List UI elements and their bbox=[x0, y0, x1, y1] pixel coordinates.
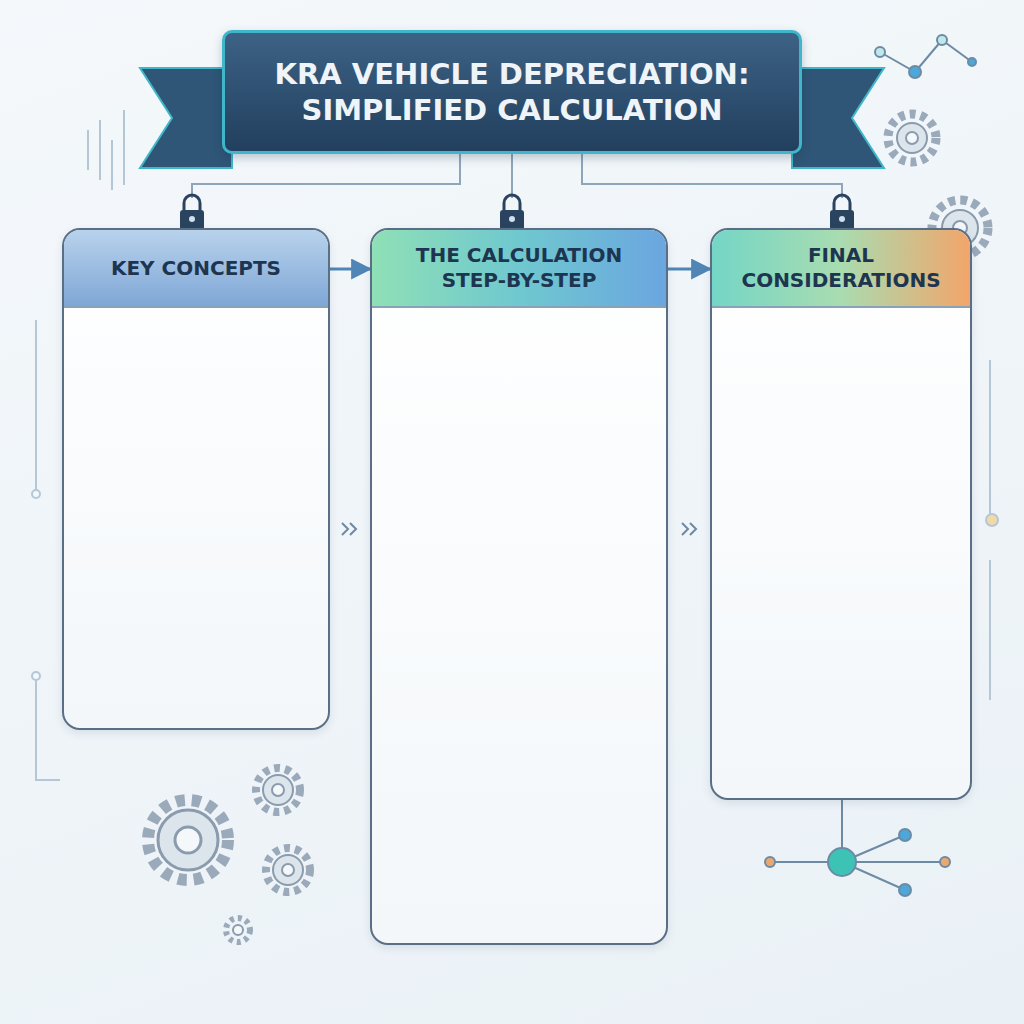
panel-heading: KEY CONCEPTS bbox=[111, 256, 281, 281]
panel-header: THE CALCULATION STEP-BY-STEP bbox=[372, 230, 666, 308]
title-banner: KRA VEHICLE DEPRECIATION: SIMPLIFIED CAL… bbox=[222, 30, 802, 154]
panel-box: THE CALCULATION STEP-BY-STEP bbox=[370, 228, 668, 945]
panel-header: KEY CONCEPTS bbox=[64, 230, 328, 308]
panel-header: FINAL CONSIDERATIONS bbox=[712, 230, 970, 308]
lock-icon bbox=[500, 195, 524, 230]
lock-icon bbox=[830, 195, 854, 230]
panel-box: KEY CONCEPTS bbox=[62, 228, 330, 730]
ribbon-tail bbox=[140, 68, 232, 168]
panel-box: FINAL CONSIDERATIONS bbox=[710, 228, 972, 800]
lock-icon bbox=[180, 195, 204, 230]
branch-lines bbox=[192, 154, 842, 198]
title-text: KRA VEHICLE DEPRECIATION: SIMPLIFIED CAL… bbox=[225, 56, 799, 129]
flow-arrow bbox=[668, 268, 710, 271]
ribbon-tail bbox=[792, 68, 884, 168]
panel-heading: FINAL CONSIDERATIONS bbox=[724, 243, 958, 293]
panel-heading: THE CALCULATION STEP-BY-STEP bbox=[384, 243, 654, 293]
flow-arrow bbox=[330, 268, 370, 271]
